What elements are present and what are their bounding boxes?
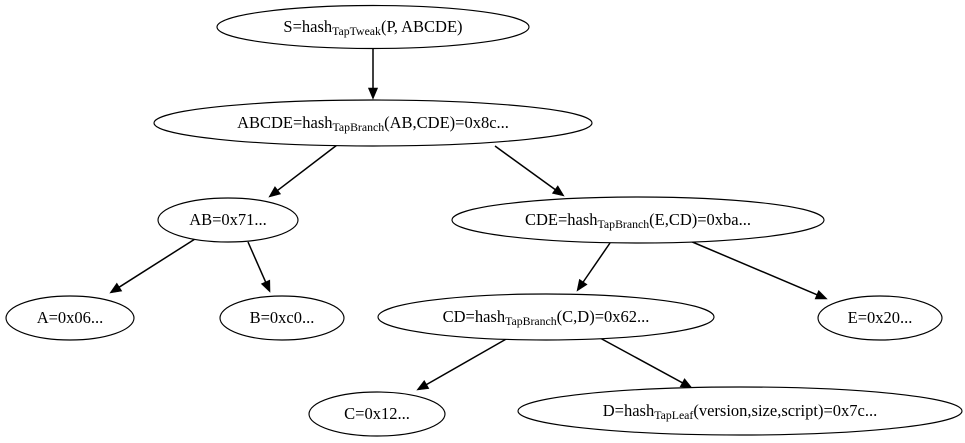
node-S[interactable]: S=hashTapTweak(P, ABCDE) [216, 4, 530, 50]
node-label-C: C=0x12... [344, 404, 410, 423]
node-A[interactable]: A=0x06... [5, 295, 135, 341]
edge-line [116, 238, 196, 290]
arrowhead-icon [679, 378, 693, 389]
node-ABCDE[interactable]: ABCDE=hashTapBranch(AB,CDE)=0x8c... [153, 99, 593, 147]
edge-line [599, 337, 685, 385]
node-label-CD: CD=hashTapBranch(C,D)=0x62... [443, 307, 650, 328]
edge-S-to-ABCDE [367, 49, 379, 100]
node-label-A: A=0x06... [37, 308, 104, 327]
arrowhead-icon [416, 380, 430, 391]
edge-line [247, 241, 268, 285]
edge-CD-to-D [599, 337, 693, 389]
node-label-B: B=0xc0... [250, 308, 315, 327]
node-D[interactable]: D=hashTapLeaf(version,size,script)=0x7c.… [517, 386, 963, 436]
node-ellipse-C[interactable] [308, 391, 446, 437]
edge-ABCDE-to-AB [268, 144, 338, 198]
node-ellipse-CDE[interactable] [451, 196, 825, 244]
node-CDE[interactable]: CDE=hashTapBranch(E,CD)=0xba... [451, 196, 825, 244]
nodes-layer: S=hashTapTweak(P, ABCDE) ABCDE=hashTapBra… [5, 4, 963, 437]
arrowhead-icon [367, 87, 379, 100]
node-label-E: E=0x20... [848, 308, 913, 327]
node-B[interactable]: B=0xc0... [219, 295, 345, 341]
node-ellipse-D[interactable] [517, 386, 963, 436]
node-label-S: S=hashTapTweak(P, ABCDE) [283, 17, 462, 38]
edge-AB-to-B [247, 241, 271, 293]
node-ellipse-B[interactable] [219, 295, 345, 341]
edge-line [689, 240, 820, 297]
node-label-D: D=hashTapLeaf(version,size,script)=0x7c.… [603, 401, 877, 422]
node-ellipse-AB[interactable] [157, 197, 299, 243]
node-ellipse-A[interactable] [5, 295, 135, 341]
node-AB[interactable]: AB=0x71... [157, 197, 299, 243]
node-label-ABCDE: ABCDE=hashTapBranch(AB,CDE)=0x8c... [237, 113, 509, 134]
node-ellipse-E[interactable] [817, 295, 943, 341]
arrowhead-icon [260, 279, 271, 293]
node-CD[interactable]: CD=hashTapBranch(C,D)=0x62... [377, 293, 715, 341]
arrowhead-icon [268, 186, 282, 198]
node-ellipse-S[interactable] [216, 4, 530, 50]
node-C[interactable]: C=0x12... [308, 391, 446, 437]
node-label-AB: AB=0x71... [189, 210, 267, 229]
edge-CDE-to-E [689, 240, 828, 300]
edge-AB-to-A [109, 238, 196, 294]
arrowhead-icon [109, 282, 123, 294]
edges-layer [109, 49, 828, 391]
arrowhead-icon [576, 278, 588, 292]
edge-ABCDE-to-CDE [494, 145, 565, 197]
node-ellipse-ABCDE[interactable] [153, 99, 593, 147]
edge-line [424, 337, 509, 387]
edge-line [494, 145, 558, 192]
arrowhead-icon [814, 289, 828, 300]
edge-line [275, 144, 338, 193]
edge-line [581, 242, 611, 285]
node-E[interactable]: E=0x20... [817, 295, 943, 341]
edge-CD-to-C [416, 337, 509, 391]
node-ellipse-CD[interactable] [377, 293, 715, 341]
arrowhead-icon [551, 185, 565, 197]
edge-CDE-to-CD [576, 242, 611, 292]
node-label-CDE: CDE=hashTapBranch(E,CD)=0xba... [525, 210, 751, 231]
